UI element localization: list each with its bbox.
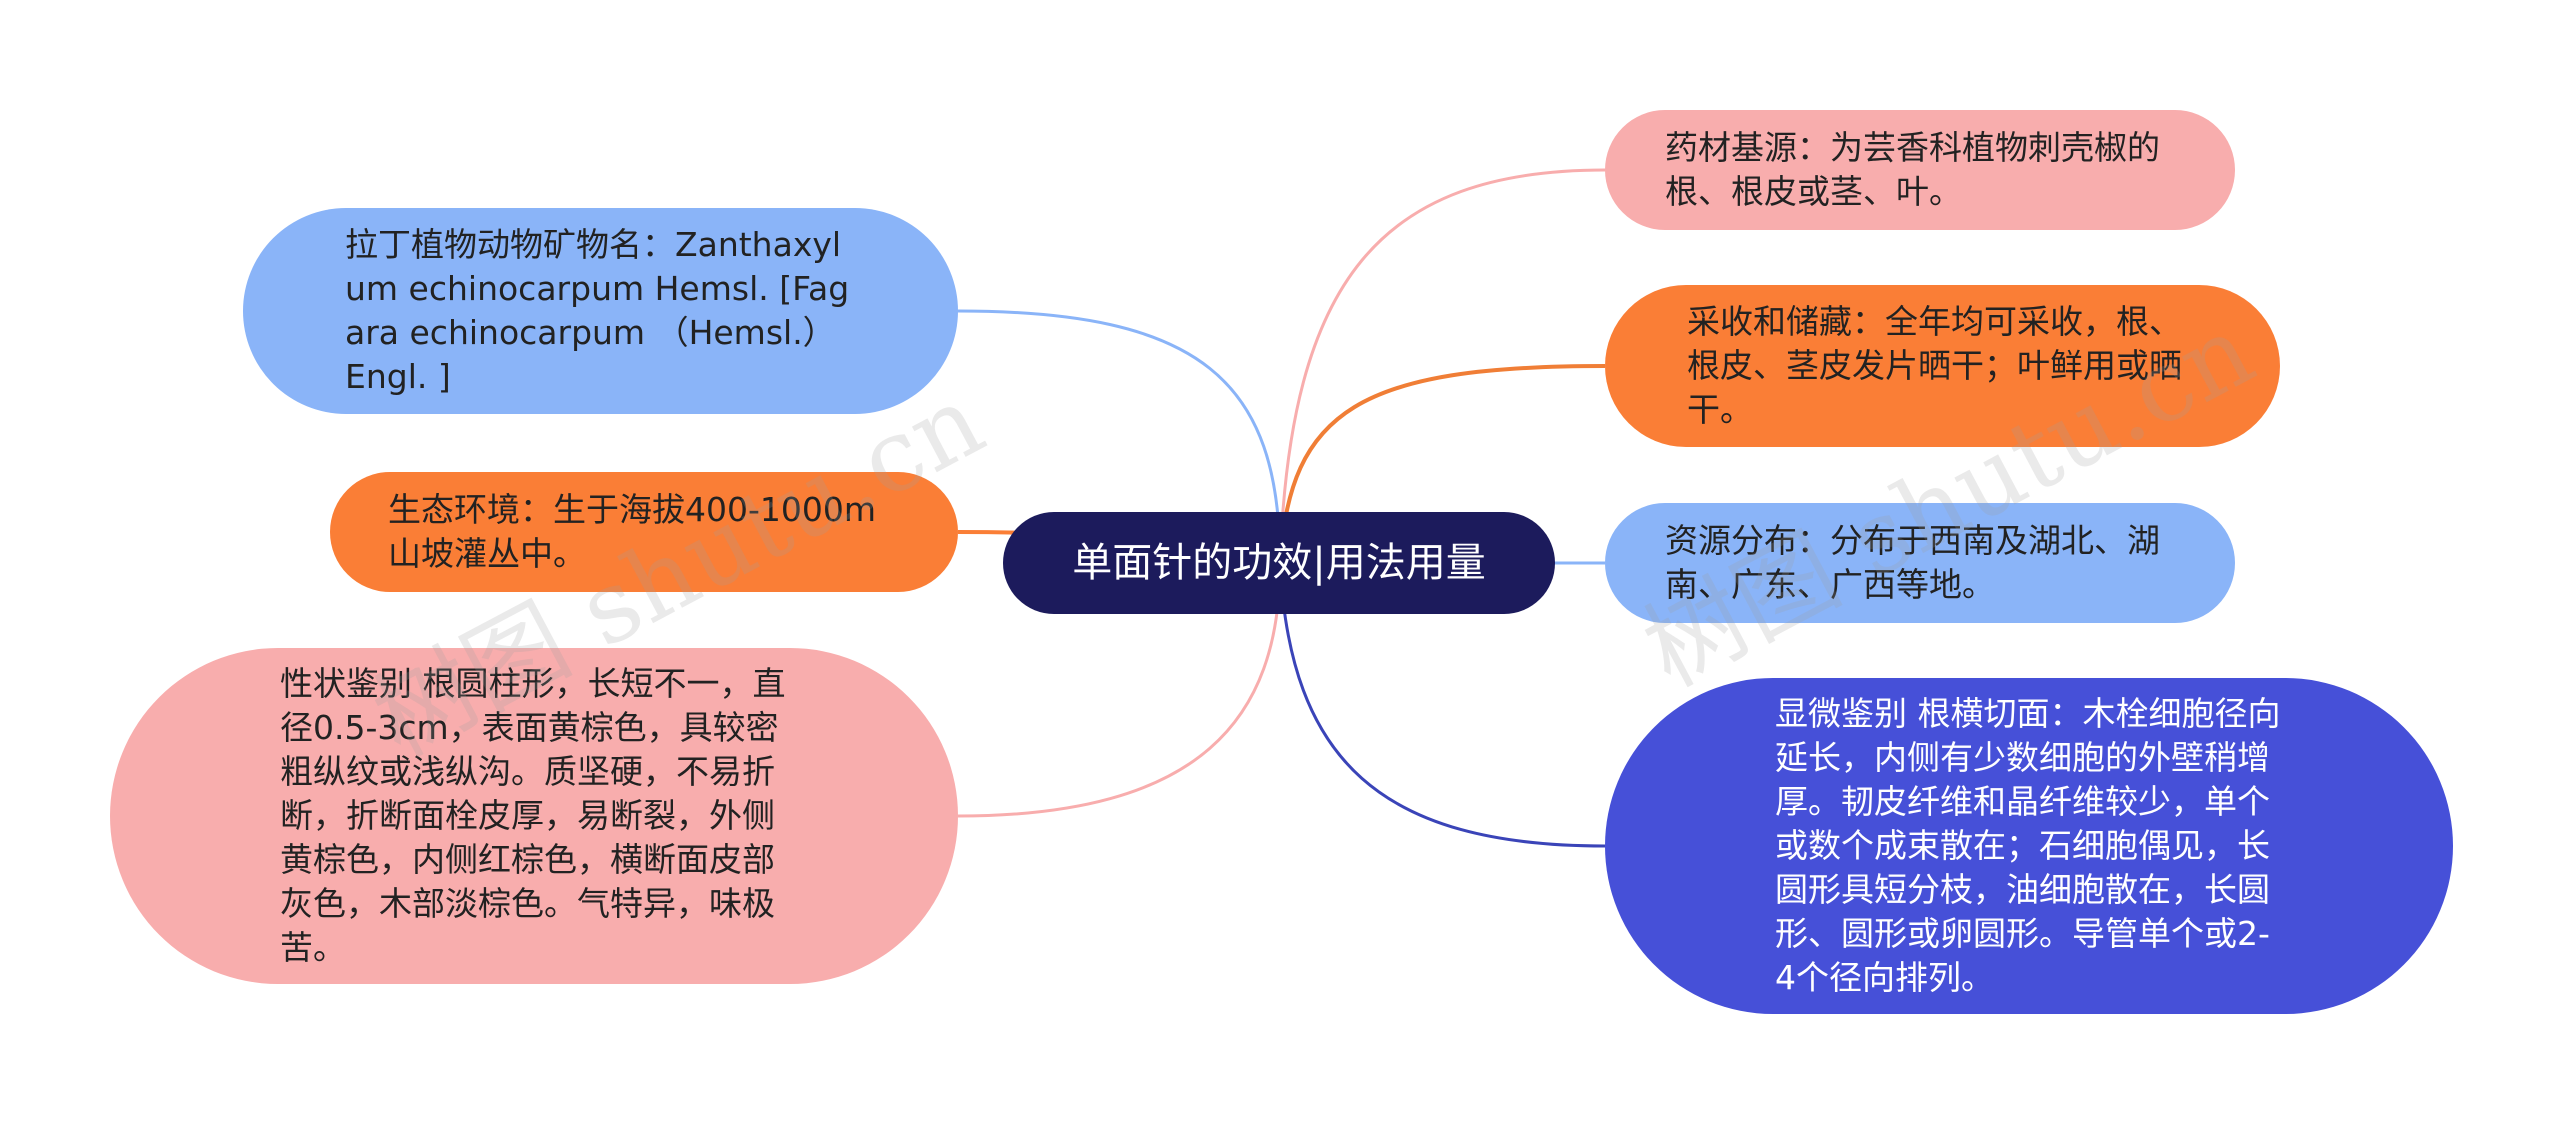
node-text: 生态环境：生于海拔400-1000m山坡灌丛中。 bbox=[388, 490, 877, 573]
node-text: 资源分布：分布于西南及湖北、湖南、广东、广西等地。 bbox=[1665, 521, 2160, 604]
link-trait bbox=[957, 562, 1282, 818]
node-latin-name[interactable]: 拉丁植物动物矿物名：Zanthaxylum echinocarpum Hemsl… bbox=[243, 208, 958, 414]
node-text: 采收和储藏：全年均可采收，根、根皮、茎皮发片晒干；叶鲜用或晒干。 bbox=[1687, 302, 2182, 429]
node-harvest[interactable]: 采收和储藏：全年均可采收，根、根皮、茎皮发片晒干；叶鲜用或晒干。 bbox=[1605, 285, 2280, 447]
node-text: 性状鉴别 根圆柱形，长短不一，直径0.5-3cm，表面黄棕色，具较密粗纵纹或浅纵… bbox=[280, 664, 786, 967]
link-source bbox=[1278, 168, 1606, 564]
central-topic[interactable]: 单面针的功效|用法用量 bbox=[1003, 512, 1555, 614]
link-latin bbox=[957, 309, 1282, 564]
node-traits[interactable]: 性状鉴别 根圆柱形，长短不一，直径0.5-3cm，表面黄棕色，具较密粗纵纹或浅纵… bbox=[110, 648, 958, 984]
node-microscopy[interactable]: 显微鉴别 根横切面：木栓细胞径向延长，内侧有少数细胞的外壁稍增厚。韧皮纤维和晶纤… bbox=[1605, 678, 2453, 1014]
link-micro bbox=[1278, 562, 1606, 848]
node-text: 药材基源：为芸香科植物刺壳椒的根、根皮或茎、叶。 bbox=[1665, 128, 2160, 211]
link-harv bbox=[1278, 364, 1606, 564]
node-distribution[interactable]: 资源分布：分布于西南及湖北、湖南、广东、广西等地。 bbox=[1605, 503, 2235, 623]
node-text: 拉丁植物动物矿物名：Zanthaxylum echinocarpum Hemsl… bbox=[345, 225, 850, 396]
node-text: 显微鉴别 根横切面：木栓细胞径向延长，内侧有少数细胞的外壁稍增厚。韧皮纤维和晶纤… bbox=[1775, 694, 2281, 997]
node-source[interactable]: 药材基源：为芸香科植物刺壳椒的根、根皮或茎、叶。 bbox=[1605, 110, 2235, 230]
central-topic-text: 单面针的功效|用法用量 bbox=[1072, 540, 1486, 586]
node-ecology[interactable]: 生态环境：生于海拔400-1000m山坡灌丛中。 bbox=[330, 472, 958, 592]
